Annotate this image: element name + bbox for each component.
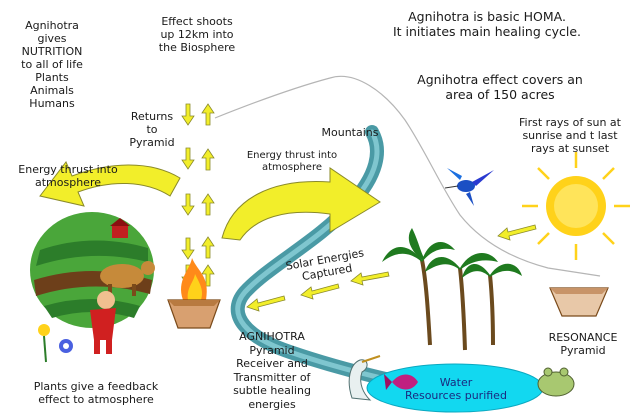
water-resources-text: Water Resources purified (396, 376, 516, 402)
energy-thrust-center-text: Energy thrust into atmosphere (236, 150, 348, 174)
mountain-outline (215, 76, 600, 276)
resonance-pyramid-icon (550, 288, 608, 316)
frog-icon (538, 368, 574, 396)
agnihotra-pyramid-text: AGNIHOTRA Pyramid Receiver and Transmitt… (220, 330, 324, 417)
fire-pyramid-icon (168, 258, 220, 328)
mountains-text: Mountains (305, 126, 395, 139)
energy-thrust-right-arrow (222, 168, 380, 240)
energy-thrust-left-text: Energy thrust into atmosphere (4, 163, 132, 189)
agnihotra-gives-nutrition-text: Agnihotra gives NUTRITION to all of life… (17, 19, 87, 110)
resonance-pyramid-text: RESONANCE Pyramid (532, 331, 634, 357)
farm-scene-icon (30, 212, 155, 362)
hummingbird-icon (445, 168, 494, 206)
feedback-text: Plants give a feedback effect to atmosph… (20, 380, 172, 406)
effect-shoots-text: Effect shoots up 12km into the Biosphere (148, 15, 246, 54)
returns-to-pyramid-text: Returns to Pyramid (120, 110, 184, 149)
effect-up-arrows (202, 104, 214, 286)
basic-homa-text: Agnihotra is basic HOMA. It initiates ma… (352, 9, 622, 39)
sun-icon (522, 152, 630, 260)
palm-trees-icon (382, 228, 522, 350)
covers-area-text: Agnihotra effect covers an area of 150 a… (400, 72, 600, 102)
first-rays-text: First rays of sun at sunrise and t last … (506, 116, 634, 155)
